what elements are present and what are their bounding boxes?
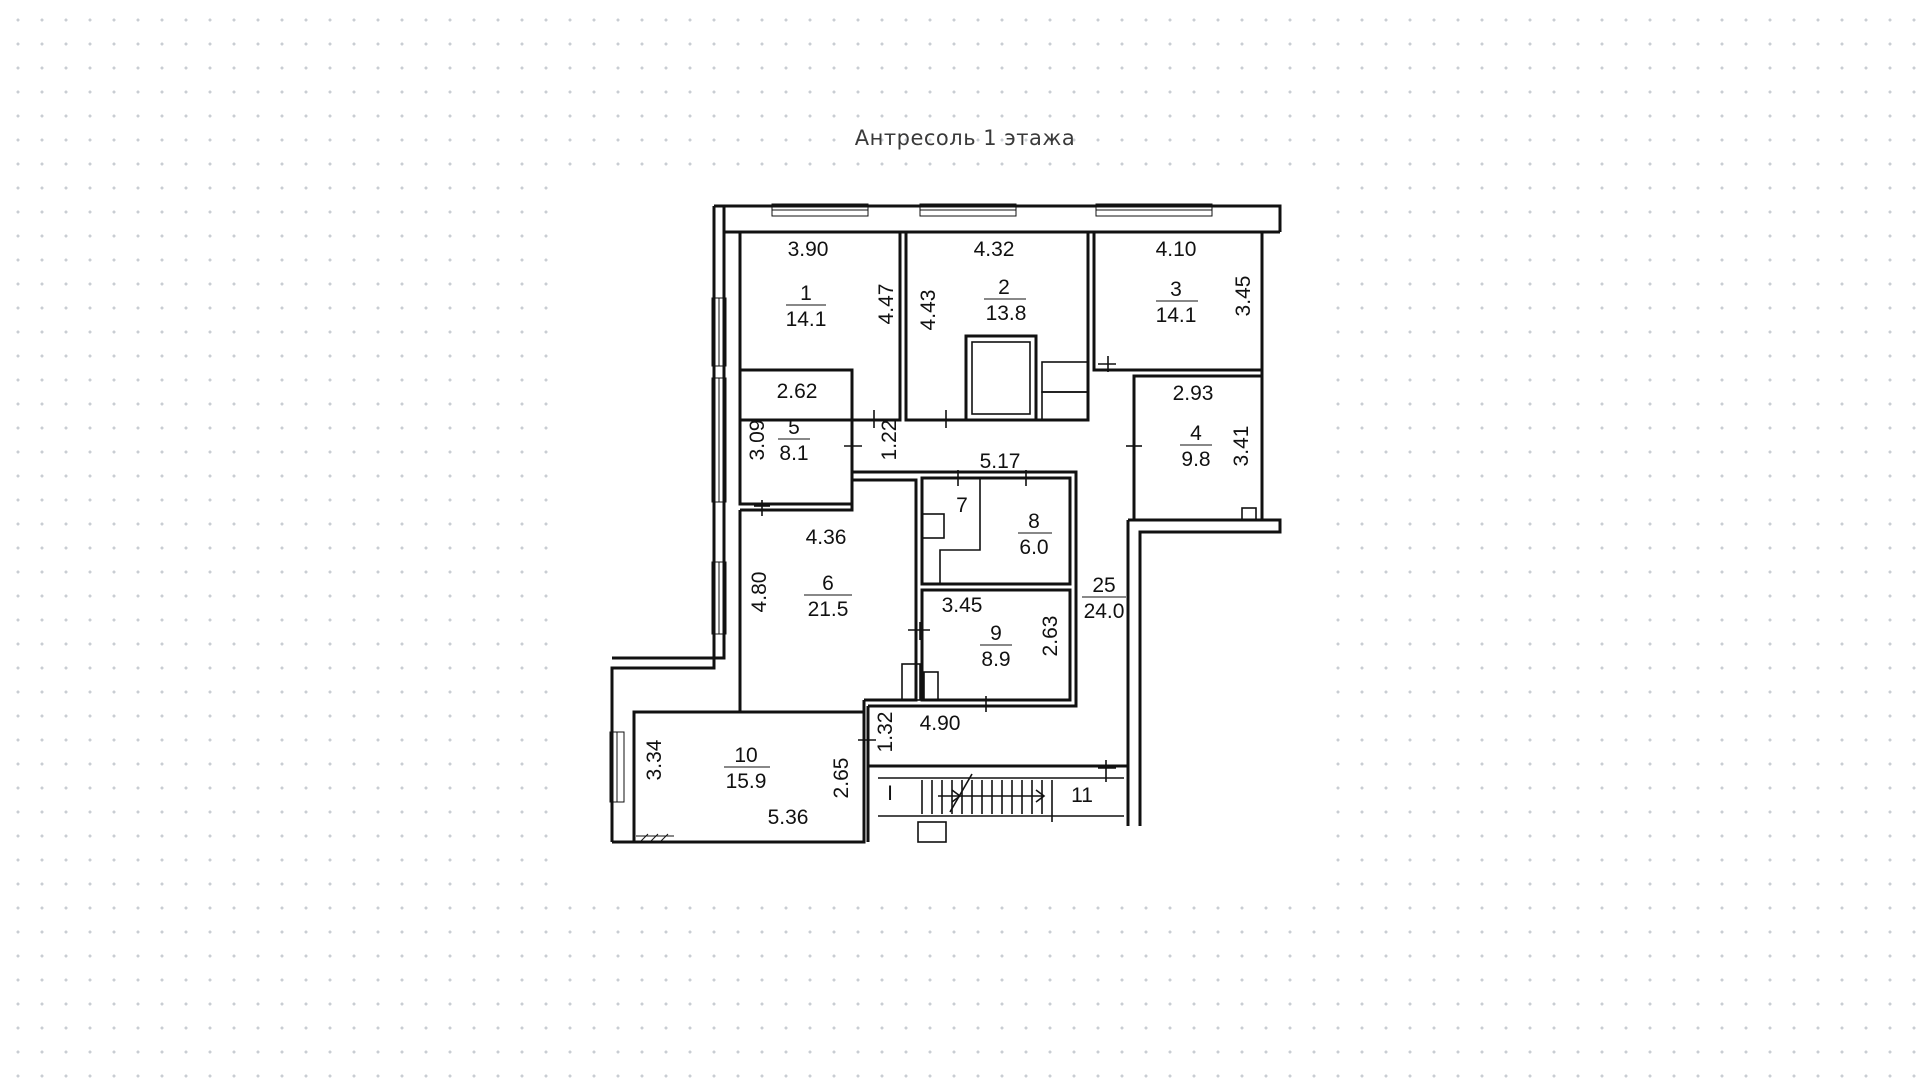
corridor-dim-lower-width: 1.32 bbox=[874, 712, 897, 753]
door-marks bbox=[754, 356, 1142, 782]
room-9-area: 8.9 bbox=[981, 648, 1010, 671]
room-5-dim-b: 3.09 bbox=[746, 420, 769, 461]
top-windows bbox=[771, 203, 1213, 217]
room-4-dim-b: 3.41 bbox=[1230, 426, 1253, 467]
room-2-dim-a: 4.32 bbox=[974, 238, 1015, 261]
room-2-number: 2 bbox=[998, 276, 1010, 299]
room-2 bbox=[904, 232, 1090, 422]
room-3-dim-a: 4.10 bbox=[1156, 238, 1197, 261]
room-1-dim-b: 4.47 bbox=[875, 284, 898, 325]
room-10 bbox=[612, 710, 866, 844]
floor-plan-drawing: 3.90 4.47 1 14.1 4.32 4.43 2 13.8 4.10 3… bbox=[609, 203, 1282, 844]
room-4-dim-a: 2.93 bbox=[1173, 382, 1214, 405]
room-8-number: 8 bbox=[1028, 510, 1040, 533]
corridor-dim-lower-length: 4.90 bbox=[920, 712, 961, 735]
corridor-walls bbox=[850, 420, 1078, 842]
room-10-area: 15.9 bbox=[726, 770, 767, 793]
room-3-number: 3 bbox=[1170, 278, 1182, 301]
left-windows bbox=[609, 297, 727, 803]
room-3-area: 14.1 bbox=[1156, 304, 1197, 327]
room-5-area: 8.1 bbox=[779, 442, 808, 465]
room-4-area: 9.8 bbox=[1181, 448, 1210, 471]
room-1-area: 14.1 bbox=[786, 308, 827, 331]
room-7-8 bbox=[920, 476, 1072, 586]
room-2-dim-b: 4.43 bbox=[917, 290, 940, 331]
room-2-area: 13.8 bbox=[986, 302, 1027, 325]
room-labels: 3.90 4.47 1 14.1 4.32 4.43 2 13.8 4.10 3… bbox=[643, 238, 1255, 829]
room-6-dim-a: 4.36 bbox=[806, 526, 847, 549]
room-9-number: 9 bbox=[990, 622, 1002, 645]
room-8-area: 6.0 bbox=[1019, 536, 1048, 559]
room-10-dim-c: 5.36 bbox=[768, 806, 809, 829]
room-1-dim-a: 3.90 bbox=[788, 238, 829, 261]
room-10-dim-a: 3.34 bbox=[643, 739, 666, 780]
room-9 bbox=[901, 588, 1072, 702]
plan-title: Антресоль 1 этажа bbox=[854, 126, 1076, 150]
room-9-dim-b: 2.63 bbox=[1039, 616, 1062, 657]
stair-mark: I bbox=[887, 782, 893, 805]
room-3-dim-b: 3.45 bbox=[1232, 276, 1255, 317]
room-5-number: 5 bbox=[788, 416, 800, 439]
room-6-number: 6 bbox=[822, 572, 834, 595]
staircase-11 bbox=[868, 764, 1128, 843]
room-1-number: 1 bbox=[800, 282, 812, 305]
floor-plan: 3.90 4.47 1 14.1 4.32 4.43 2 13.8 4.10 3… bbox=[560, 180, 1320, 890]
room-10-dim-b: 2.65 bbox=[830, 758, 853, 799]
corridor-dim-width: 1.22 bbox=[878, 420, 901, 461]
room-6-dim-b: 4.80 bbox=[748, 572, 771, 613]
room-3 bbox=[1092, 232, 1262, 372]
room-1 bbox=[738, 230, 902, 422]
room-25-area: 24.0 bbox=[1084, 600, 1125, 623]
room-4-number: 4 bbox=[1190, 422, 1202, 445]
room-6-area: 21.5 bbox=[808, 598, 849, 621]
room-10-number: 10 bbox=[734, 744, 757, 767]
corridor-dim-length: 5.17 bbox=[980, 450, 1021, 473]
room-5-dim-a: 2.62 bbox=[777, 380, 818, 403]
room-11-number: 11 bbox=[1071, 784, 1093, 807]
room-9-dim-a: 3.45 bbox=[942, 594, 983, 617]
room-25-number: 25 bbox=[1092, 574, 1115, 597]
room-7-number: 7 bbox=[956, 494, 968, 517]
